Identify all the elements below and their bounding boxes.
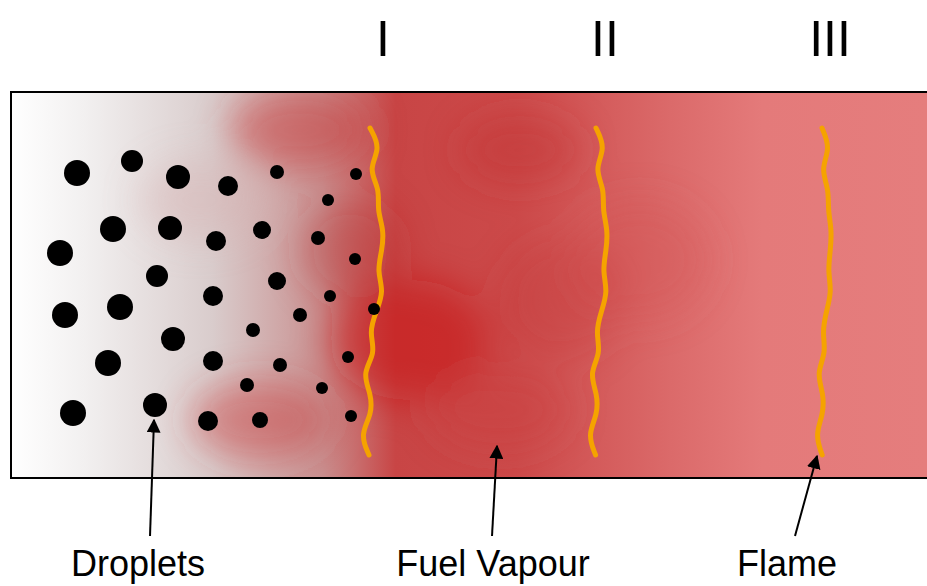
vapour-cloud	[500, 240, 620, 360]
zone-number: I	[376, 14, 390, 64]
droplet	[368, 303, 380, 315]
vapour-clouds	[140, 92, 710, 460]
droplet	[342, 351, 354, 363]
droplet	[322, 194, 334, 206]
droplet	[252, 412, 268, 428]
droplet	[345, 410, 357, 422]
flame-front	[591, 128, 607, 455]
droplet	[206, 231, 226, 251]
droplet	[60, 400, 86, 426]
droplet	[273, 358, 287, 372]
droplet	[107, 294, 133, 320]
droplet	[121, 150, 143, 172]
part-label: Droplets	[71, 546, 205, 582]
droplet	[52, 302, 78, 328]
leader-arrow	[150, 420, 154, 536]
droplet	[316, 382, 328, 394]
droplet	[161, 327, 185, 351]
droplet	[95, 350, 121, 376]
vapour-cloud	[460, 115, 580, 185]
droplet	[240, 378, 254, 392]
vapour-cloud	[230, 92, 370, 170]
vapour-cloud	[190, 380, 330, 460]
zone-number: III	[809, 14, 851, 64]
droplet	[158, 216, 182, 240]
droplet	[246, 323, 260, 337]
droplet	[270, 165, 284, 179]
flame-front	[818, 128, 831, 455]
droplet	[166, 165, 190, 189]
droplet	[293, 308, 307, 322]
droplet	[218, 176, 238, 196]
droplet	[64, 160, 90, 186]
part-label: Fuel Vapour	[396, 546, 589, 582]
chamber-outline	[11, 92, 927, 478]
vapour-cloud	[140, 160, 260, 240]
droplet	[100, 216, 126, 242]
vapour-cloud	[300, 200, 400, 300]
droplet	[143, 393, 167, 417]
droplet	[47, 240, 73, 266]
flame-fronts	[363, 128, 831, 455]
droplets	[47, 150, 380, 431]
leader-arrow	[795, 456, 817, 536]
droplet	[324, 290, 336, 302]
droplet	[349, 253, 361, 265]
part-label: Flame	[737, 546, 837, 582]
droplet	[146, 265, 168, 287]
flame-front	[363, 128, 382, 455]
droplet	[198, 411, 218, 431]
leader-arrow	[492, 446, 497, 536]
droplet	[203, 286, 223, 306]
droplet	[268, 272, 286, 290]
fog-ground	[11, 92, 927, 478]
vapour-cloud	[430, 370, 570, 450]
droplet	[311, 231, 325, 245]
zone-number: II	[591, 14, 619, 64]
droplet	[253, 221, 271, 239]
droplet	[203, 351, 223, 371]
droplet	[350, 168, 362, 180]
